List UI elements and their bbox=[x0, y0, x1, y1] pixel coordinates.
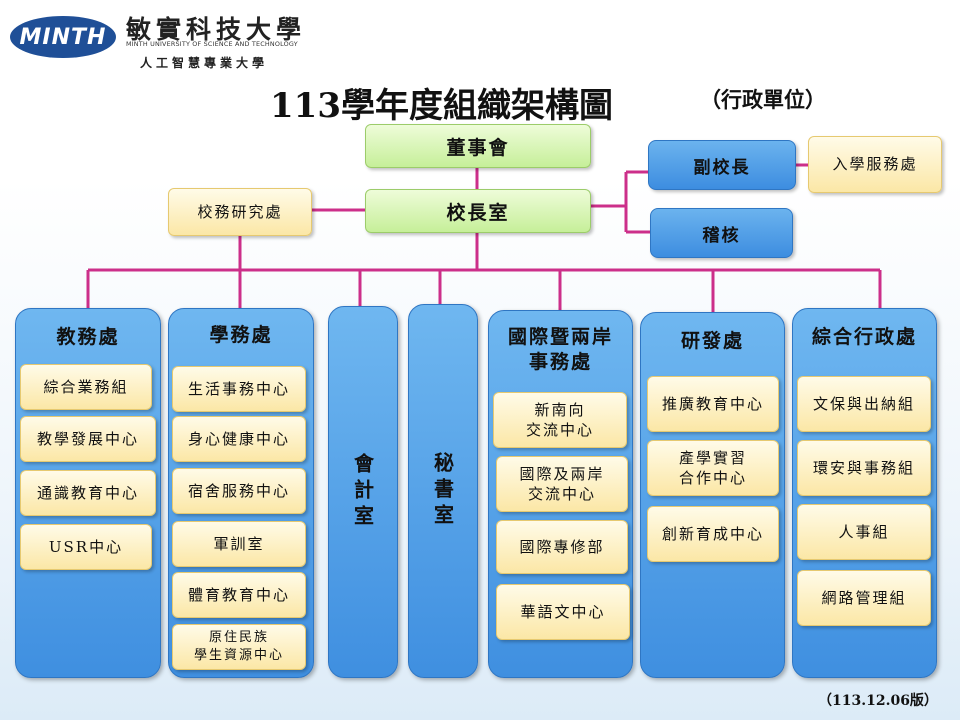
unit-box: 華語文中心 bbox=[496, 584, 630, 640]
board-box: 董事會 bbox=[365, 124, 591, 168]
unit-box: 身心健康中心 bbox=[172, 416, 306, 462]
research-office-box: 校務研究處 bbox=[168, 188, 312, 236]
dept-title: 綜合行政處 bbox=[811, 326, 917, 348]
unit-box: 通識教育中心 bbox=[20, 470, 156, 516]
unit-box: 綜合業務組 bbox=[20, 364, 152, 410]
unit-box: 原住民族 學生資源中心 bbox=[172, 624, 306, 670]
unit-box: 人事組 bbox=[797, 504, 931, 560]
unit-box: 網路管理組 bbox=[797, 570, 931, 626]
unit-box: 文保與出納組 bbox=[797, 376, 931, 432]
university-english-name: MINTH UNIVERSITY OF SCIENCE AND TECHNOLO… bbox=[126, 40, 298, 48]
unit-box: 環安與事務組 bbox=[797, 440, 931, 496]
unit-box: 推廣教育中心 bbox=[647, 376, 779, 432]
unit-box: 教學發展中心 bbox=[20, 416, 156, 462]
university-name: 敏實科技大學 bbox=[126, 15, 307, 44]
chart-title: 113學年度組織架構圖 bbox=[270, 86, 613, 126]
unit-box: 產學實習 合作中心 bbox=[647, 440, 779, 496]
chart-subtitle: （行政單位） bbox=[700, 87, 826, 112]
unit-box: 軍訓室 bbox=[172, 521, 306, 567]
unit-box: 宿舍服務中心 bbox=[172, 468, 306, 514]
dept-title: 教務處 bbox=[56, 326, 120, 348]
admissions-office-box: 入學服務處 bbox=[808, 136, 942, 193]
audit-box: 稽核 bbox=[650, 208, 793, 258]
dept-title: 秘書室 bbox=[430, 452, 455, 530]
unit-box: 創新育成中心 bbox=[647, 506, 779, 562]
university-logo: MINTH bbox=[10, 16, 116, 58]
unit-box: 生活事務中心 bbox=[172, 366, 306, 412]
version-label: （113.12.06版） bbox=[818, 693, 938, 709]
dept-title: 國際暨兩岸 事務處 bbox=[507, 326, 613, 373]
unit-box: USR中心 bbox=[20, 524, 152, 570]
dept-title: 研發處 bbox=[680, 330, 744, 352]
dept-accounting: 會計室 bbox=[328, 306, 398, 678]
dept-title: 學務處 bbox=[209, 324, 273, 346]
vice-president-box: 副校長 bbox=[648, 140, 796, 190]
dept-secretariat: 秘書室 bbox=[408, 304, 478, 678]
university-motto: 人工智慧專業大學 bbox=[140, 56, 269, 70]
dept-title: 會計室 bbox=[350, 453, 375, 531]
unit-box: 新南向 交流中心 bbox=[493, 392, 627, 448]
president-office-box: 校長室 bbox=[365, 189, 591, 233]
unit-box: 國際及兩岸 交流中心 bbox=[496, 456, 628, 512]
unit-box: 國際專修部 bbox=[496, 520, 628, 574]
unit-box: 體育教育中心 bbox=[172, 572, 306, 618]
